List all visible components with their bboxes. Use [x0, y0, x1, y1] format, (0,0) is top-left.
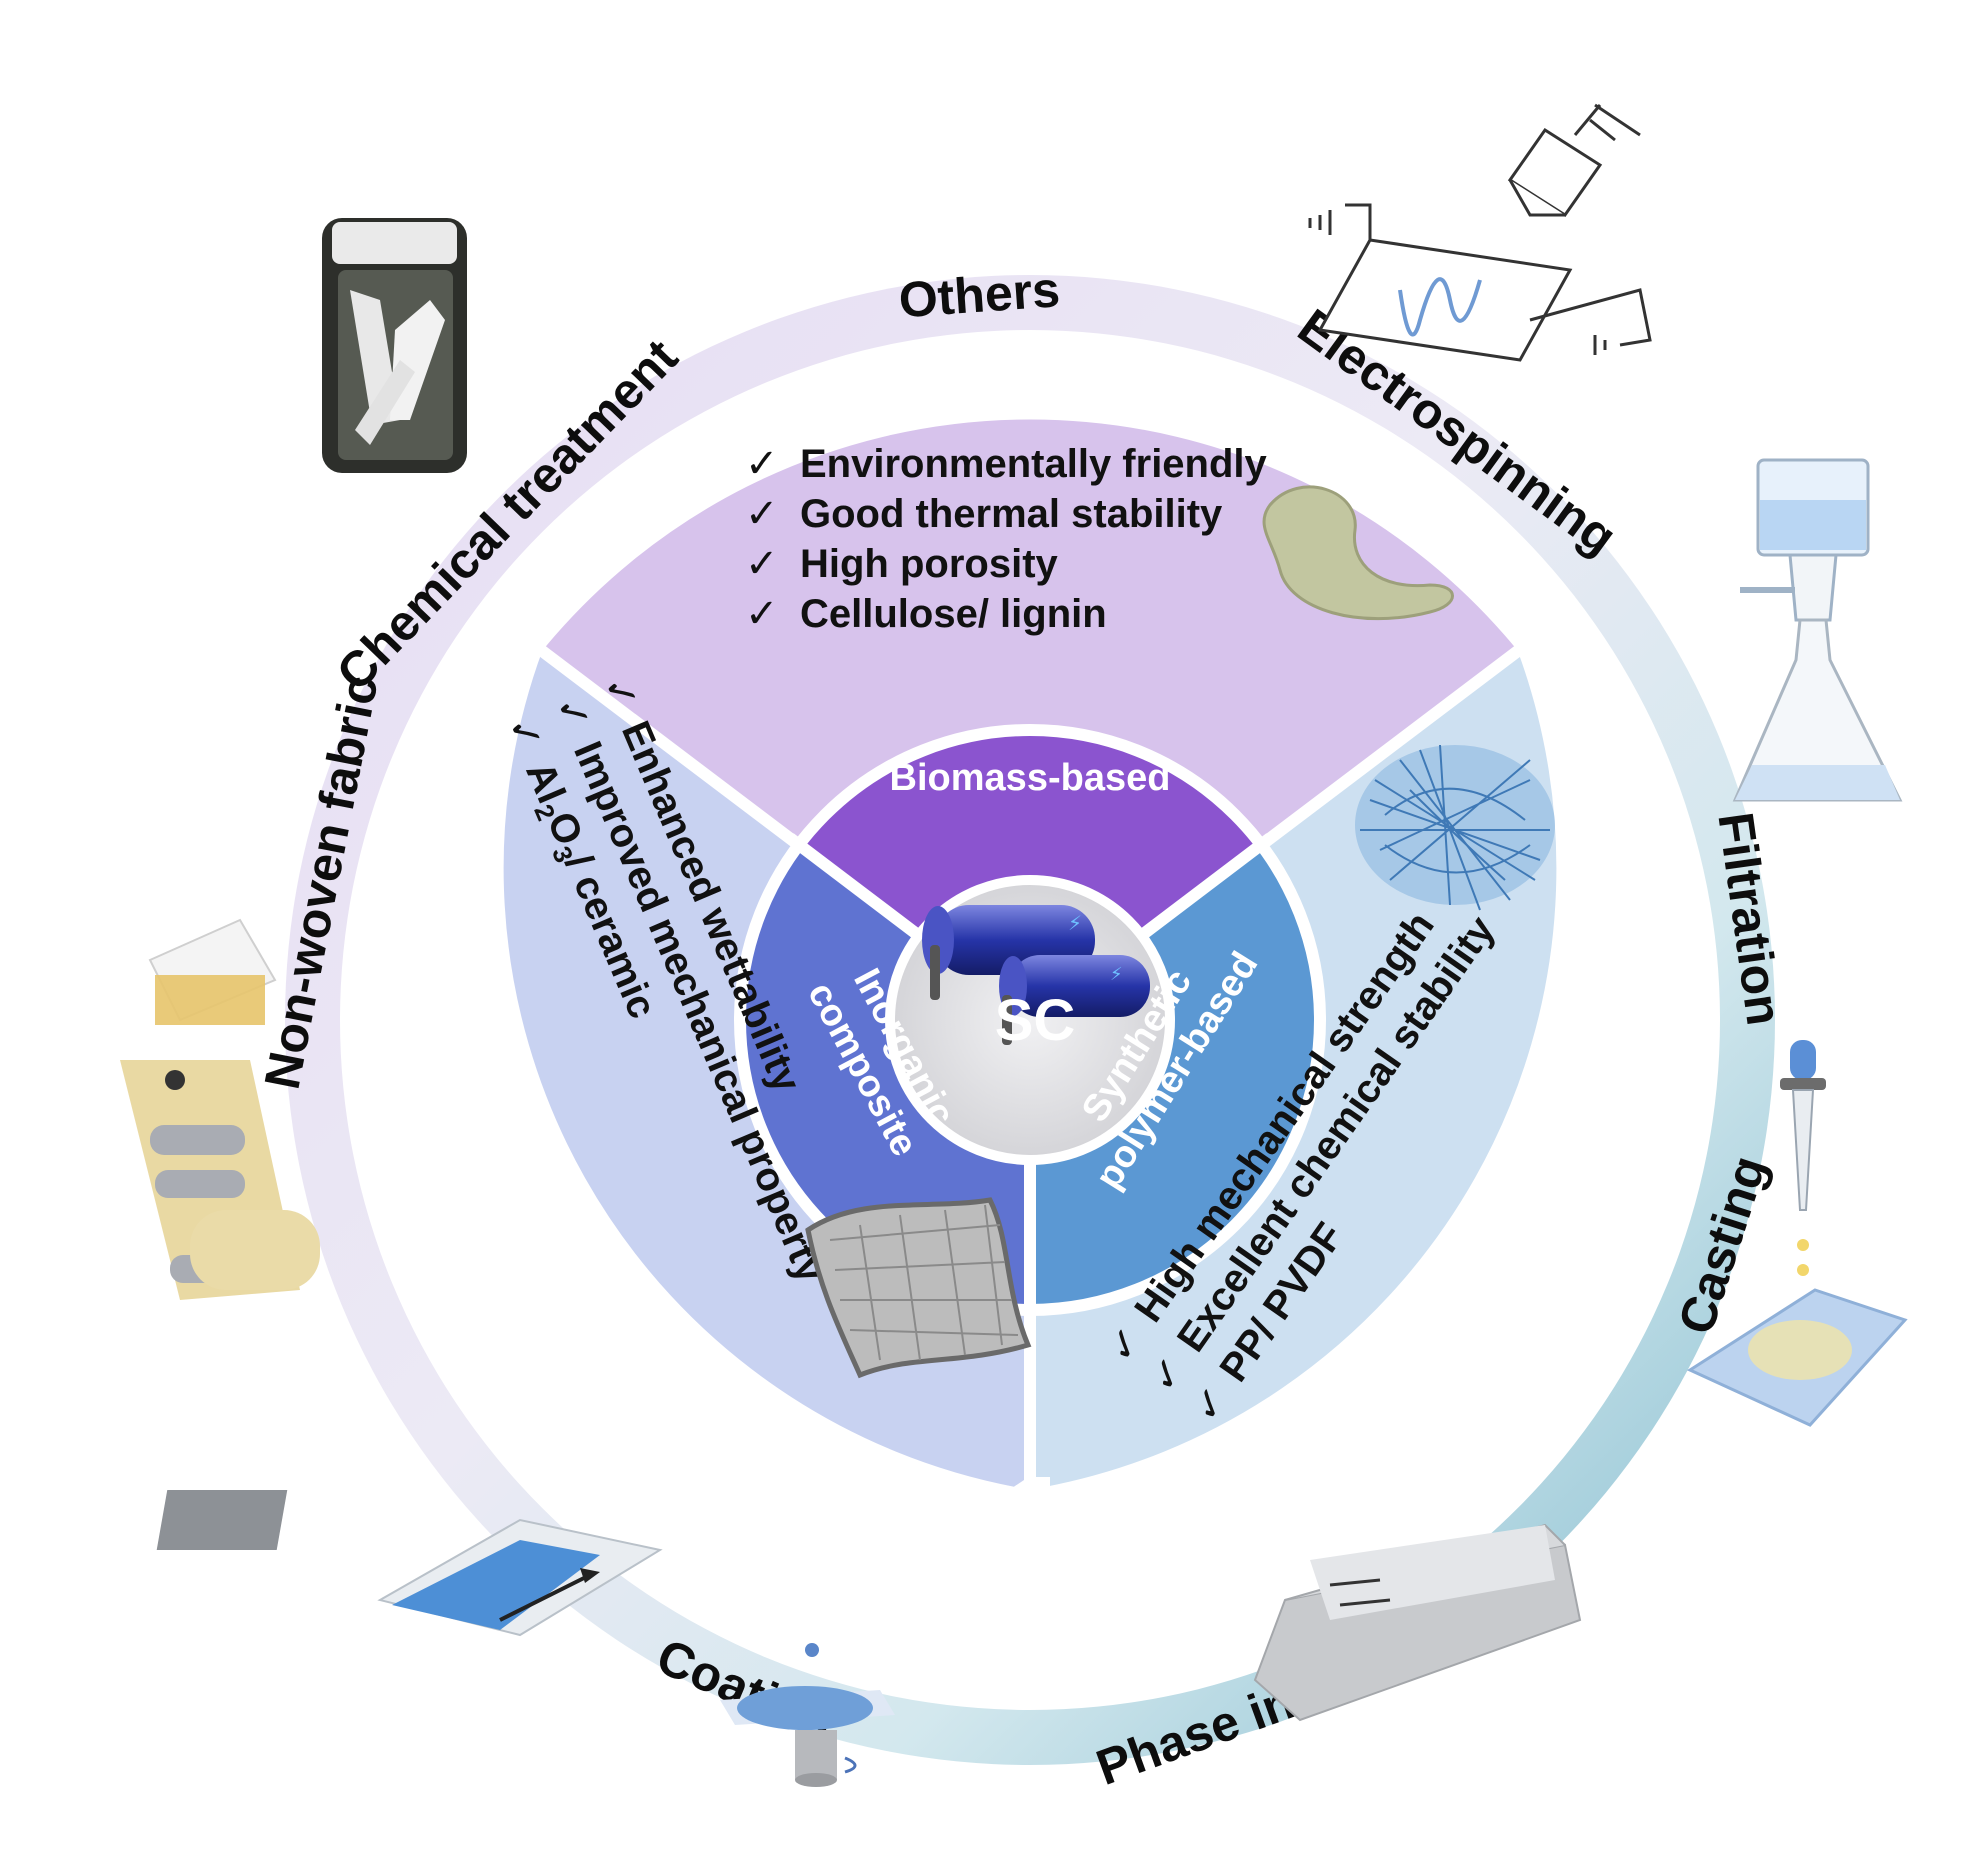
nonwoven-roller-icon: [120, 918, 320, 1300]
biomass-feature: Good thermal stability: [800, 492, 1223, 536]
biomass-feature: Environmentally friendly: [800, 442, 1268, 486]
spin-coating-icon: [720, 1643, 895, 1787]
category-label-biomass: Biomass-based: [890, 757, 1171, 799]
check-icon: ✓: [745, 592, 779, 636]
inorganic-center-sector: [741, 846, 1030, 1310]
biomass-features: ✓ Environmentally friendly ✓ Good therma…: [745, 442, 1268, 636]
cellulose-membrane-icon: [1262, 485, 1454, 621]
phase-inversion-icon: [1253, 1523, 1582, 1722]
check-icon: ✓: [745, 492, 779, 536]
svg-text:⚡: ⚡: [1110, 964, 1123, 984]
check-icon: ✓: [745, 442, 779, 486]
biomass-sector: [530, 409, 1530, 1027]
center-label: SC: [995, 988, 1076, 1053]
ring-label-others: Others: [897, 261, 1062, 328]
check-icon: ✓: [745, 542, 779, 586]
blade-coating-icon: [156, 1490, 663, 1637]
svg-text:⚡: ⚡: [1068, 913, 1082, 935]
filtration-flask-icon: [1732, 458, 1903, 802]
biomass-feature: High porosity: [800, 542, 1059, 586]
synthetic-center-sector: [1030, 846, 1319, 1310]
electrospinning-icon: [1308, 103, 1652, 362]
polymer-fiber-mesh-icon: [1355, 744, 1555, 911]
biomass-feature: Cellulose/ lignin: [800, 592, 1107, 636]
supercapacitor-icon: ⚡ ⚡: [922, 905, 1150, 1045]
dropper-casting-icon: [1686, 1040, 1908, 1427]
chemical-jar-icon: [322, 218, 467, 473]
